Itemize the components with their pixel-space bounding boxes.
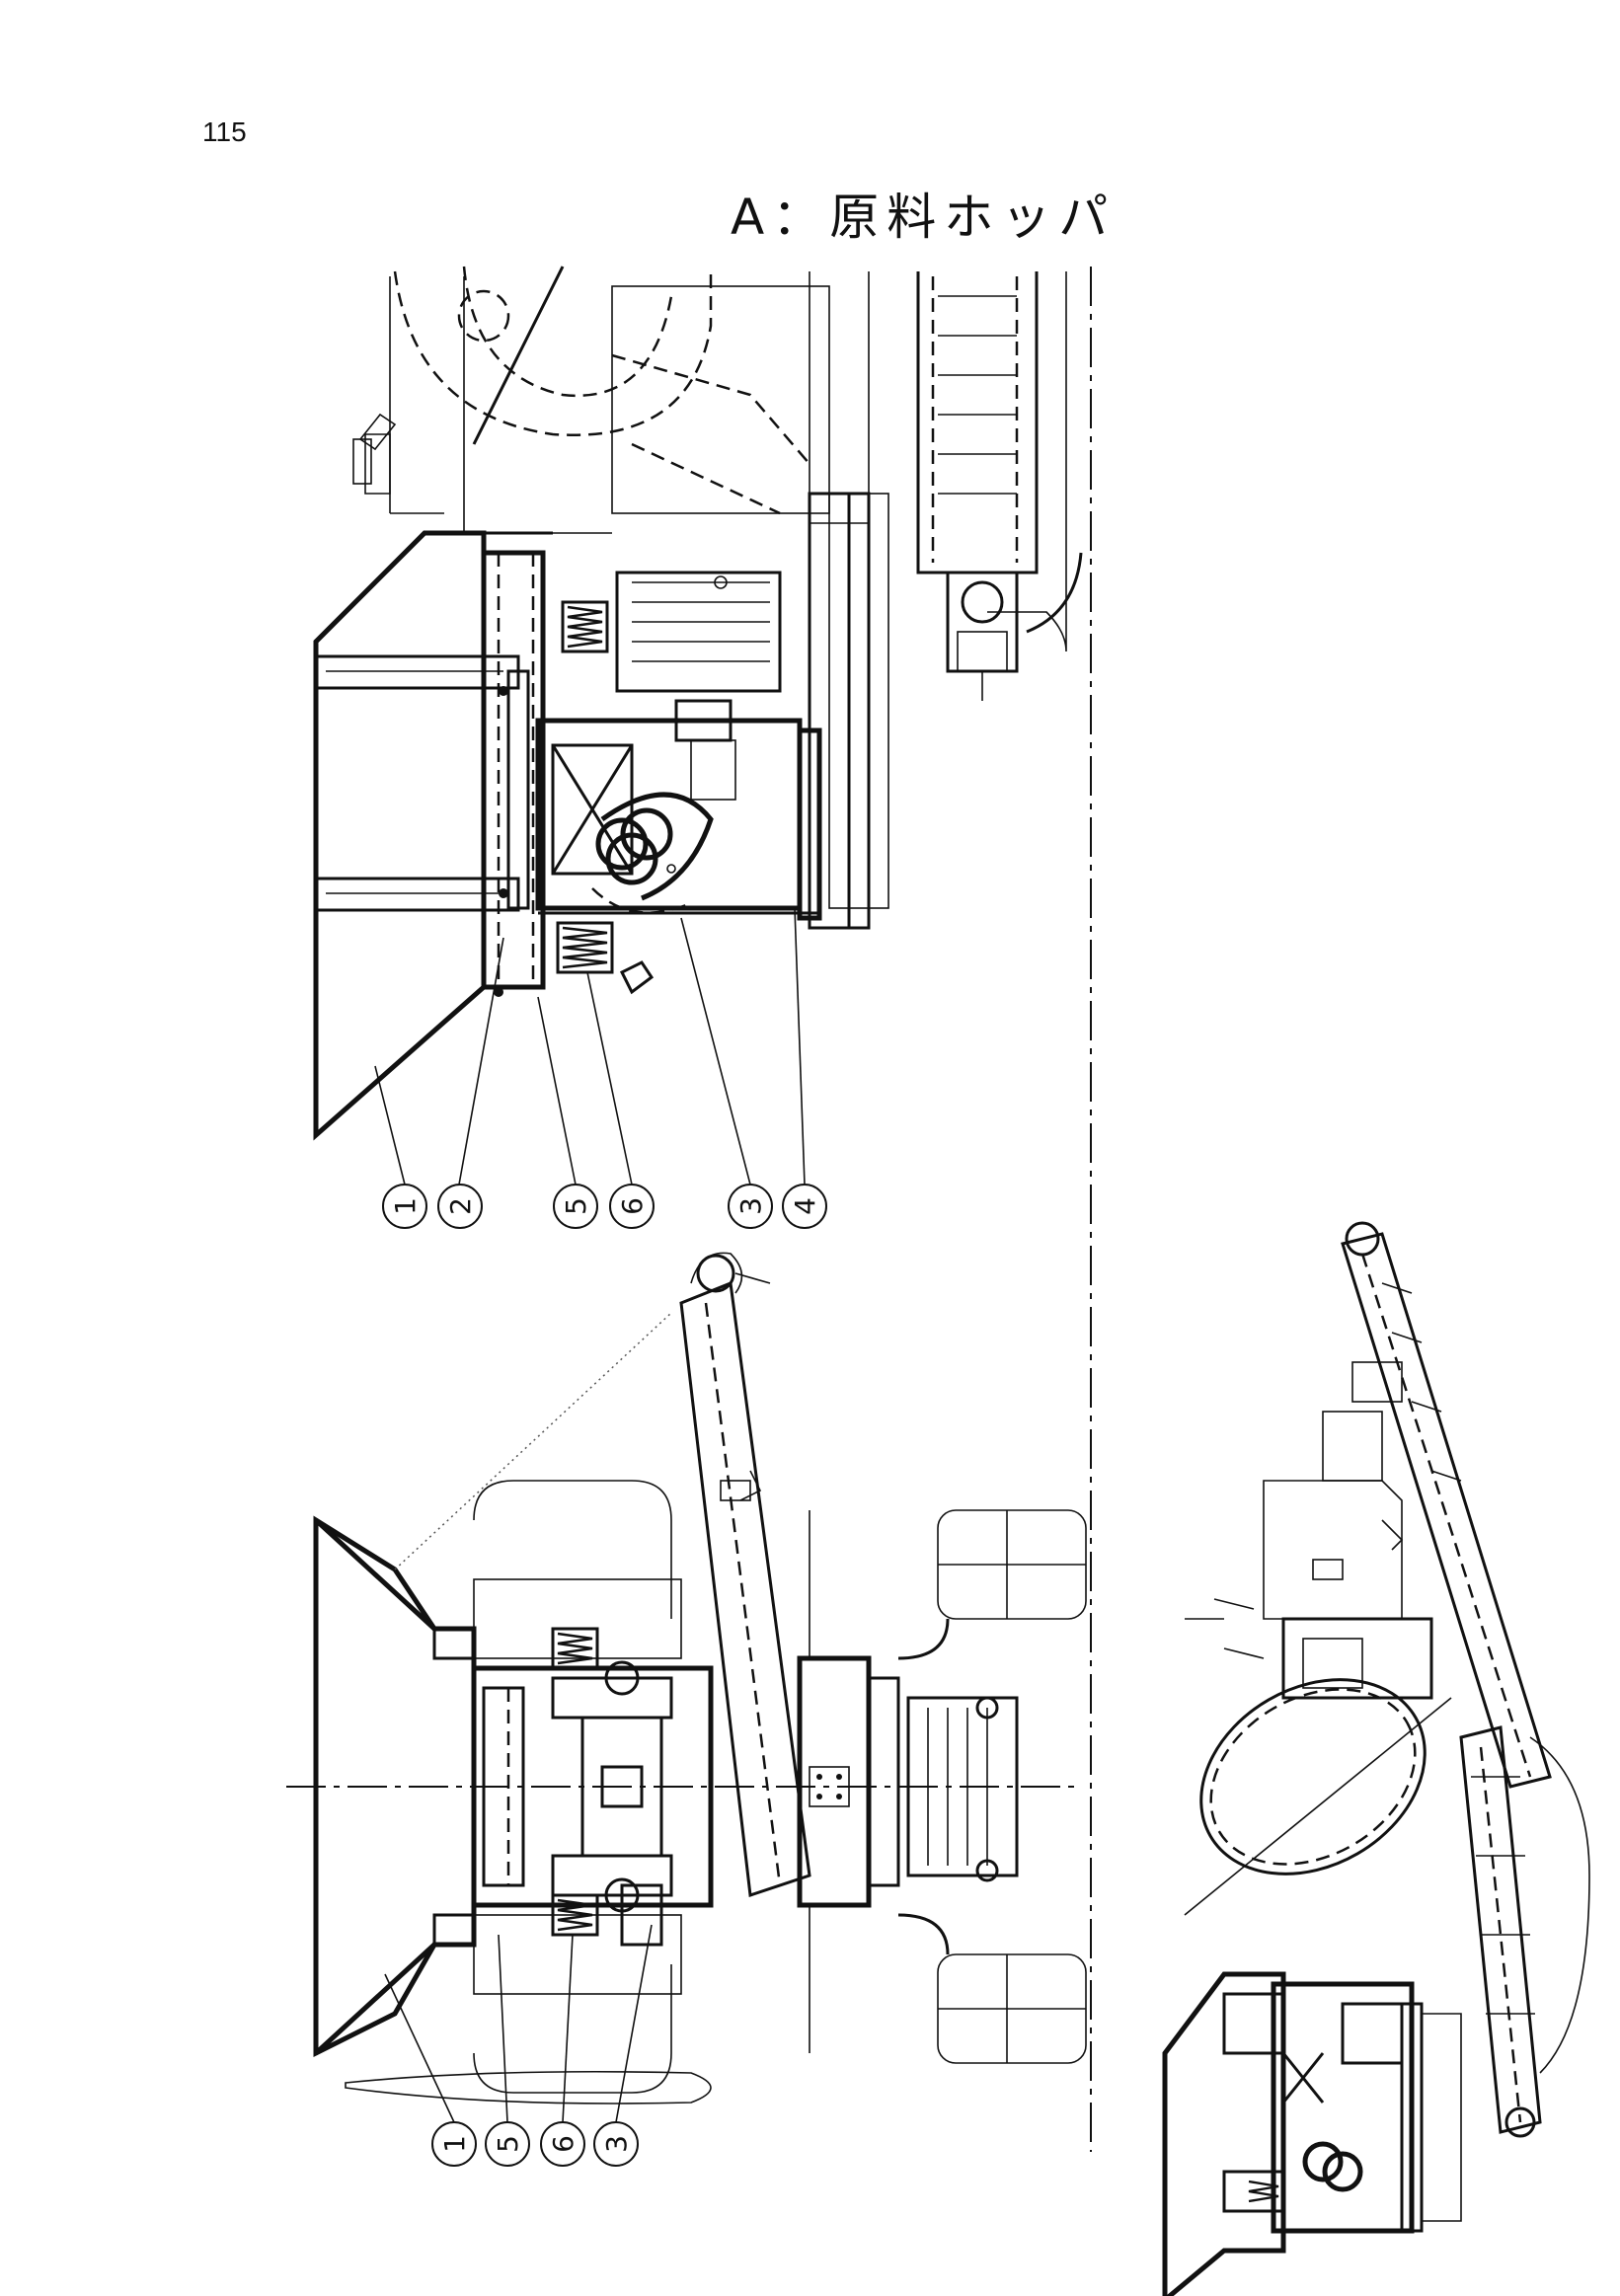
top-view-callouts: 1 2 5 6 3 4 [374,907,827,1229]
svg-text:3: 3 [600,2135,633,2153]
svg-text:6: 6 [616,1197,649,1215]
callout-top-4: 4 [782,1184,827,1229]
callout-side-3: 3 [593,2121,639,2167]
callout-top-3: 3 [728,1184,773,1229]
spring-side-upper [551,1627,599,1670]
eccentric-weight-top [595,817,649,871]
hopper-plate-top [313,530,487,1141]
side-view-callouts: 1 5 6 3 [384,1924,653,2167]
wheel-upper [937,1509,1087,1620]
svg-text:1: 1 [438,2135,471,2153]
page-number: 115 [202,116,247,147]
svg-text:6: 6 [547,2135,579,2153]
svg-text:5: 5 [560,1197,592,1215]
svg-text:1: 1 [389,1197,422,1215]
callout-top-5: 5 [553,1184,598,1229]
overall-machine-view [1162,1221,1590,2296]
callout-top-1: 1 [382,1184,427,1229]
spring-top-lower [556,921,614,974]
spring-top-upper [561,600,609,653]
svg-text:4: 4 [789,1197,821,1215]
callout-side-1: 1 [431,2121,477,2167]
spring-side-lower [551,1893,599,1937]
svg-text:3: 3 [734,1197,767,1215]
svg-text:5: 5 [492,2135,524,2153]
callout-side-5: 5 [485,2121,530,2167]
wheel-lower [937,1953,1087,2064]
callout-top-2: 2 [437,1184,483,1229]
callout-side-6: 6 [540,2121,585,2167]
callout-top-6: 6 [609,1184,655,1229]
page-title: A：原料ホッパ [731,189,1117,246]
top-view-drawing [313,266,1083,1141]
svg-text:2: 2 [444,1197,477,1215]
side-view-drawing [286,1252,1087,2105]
